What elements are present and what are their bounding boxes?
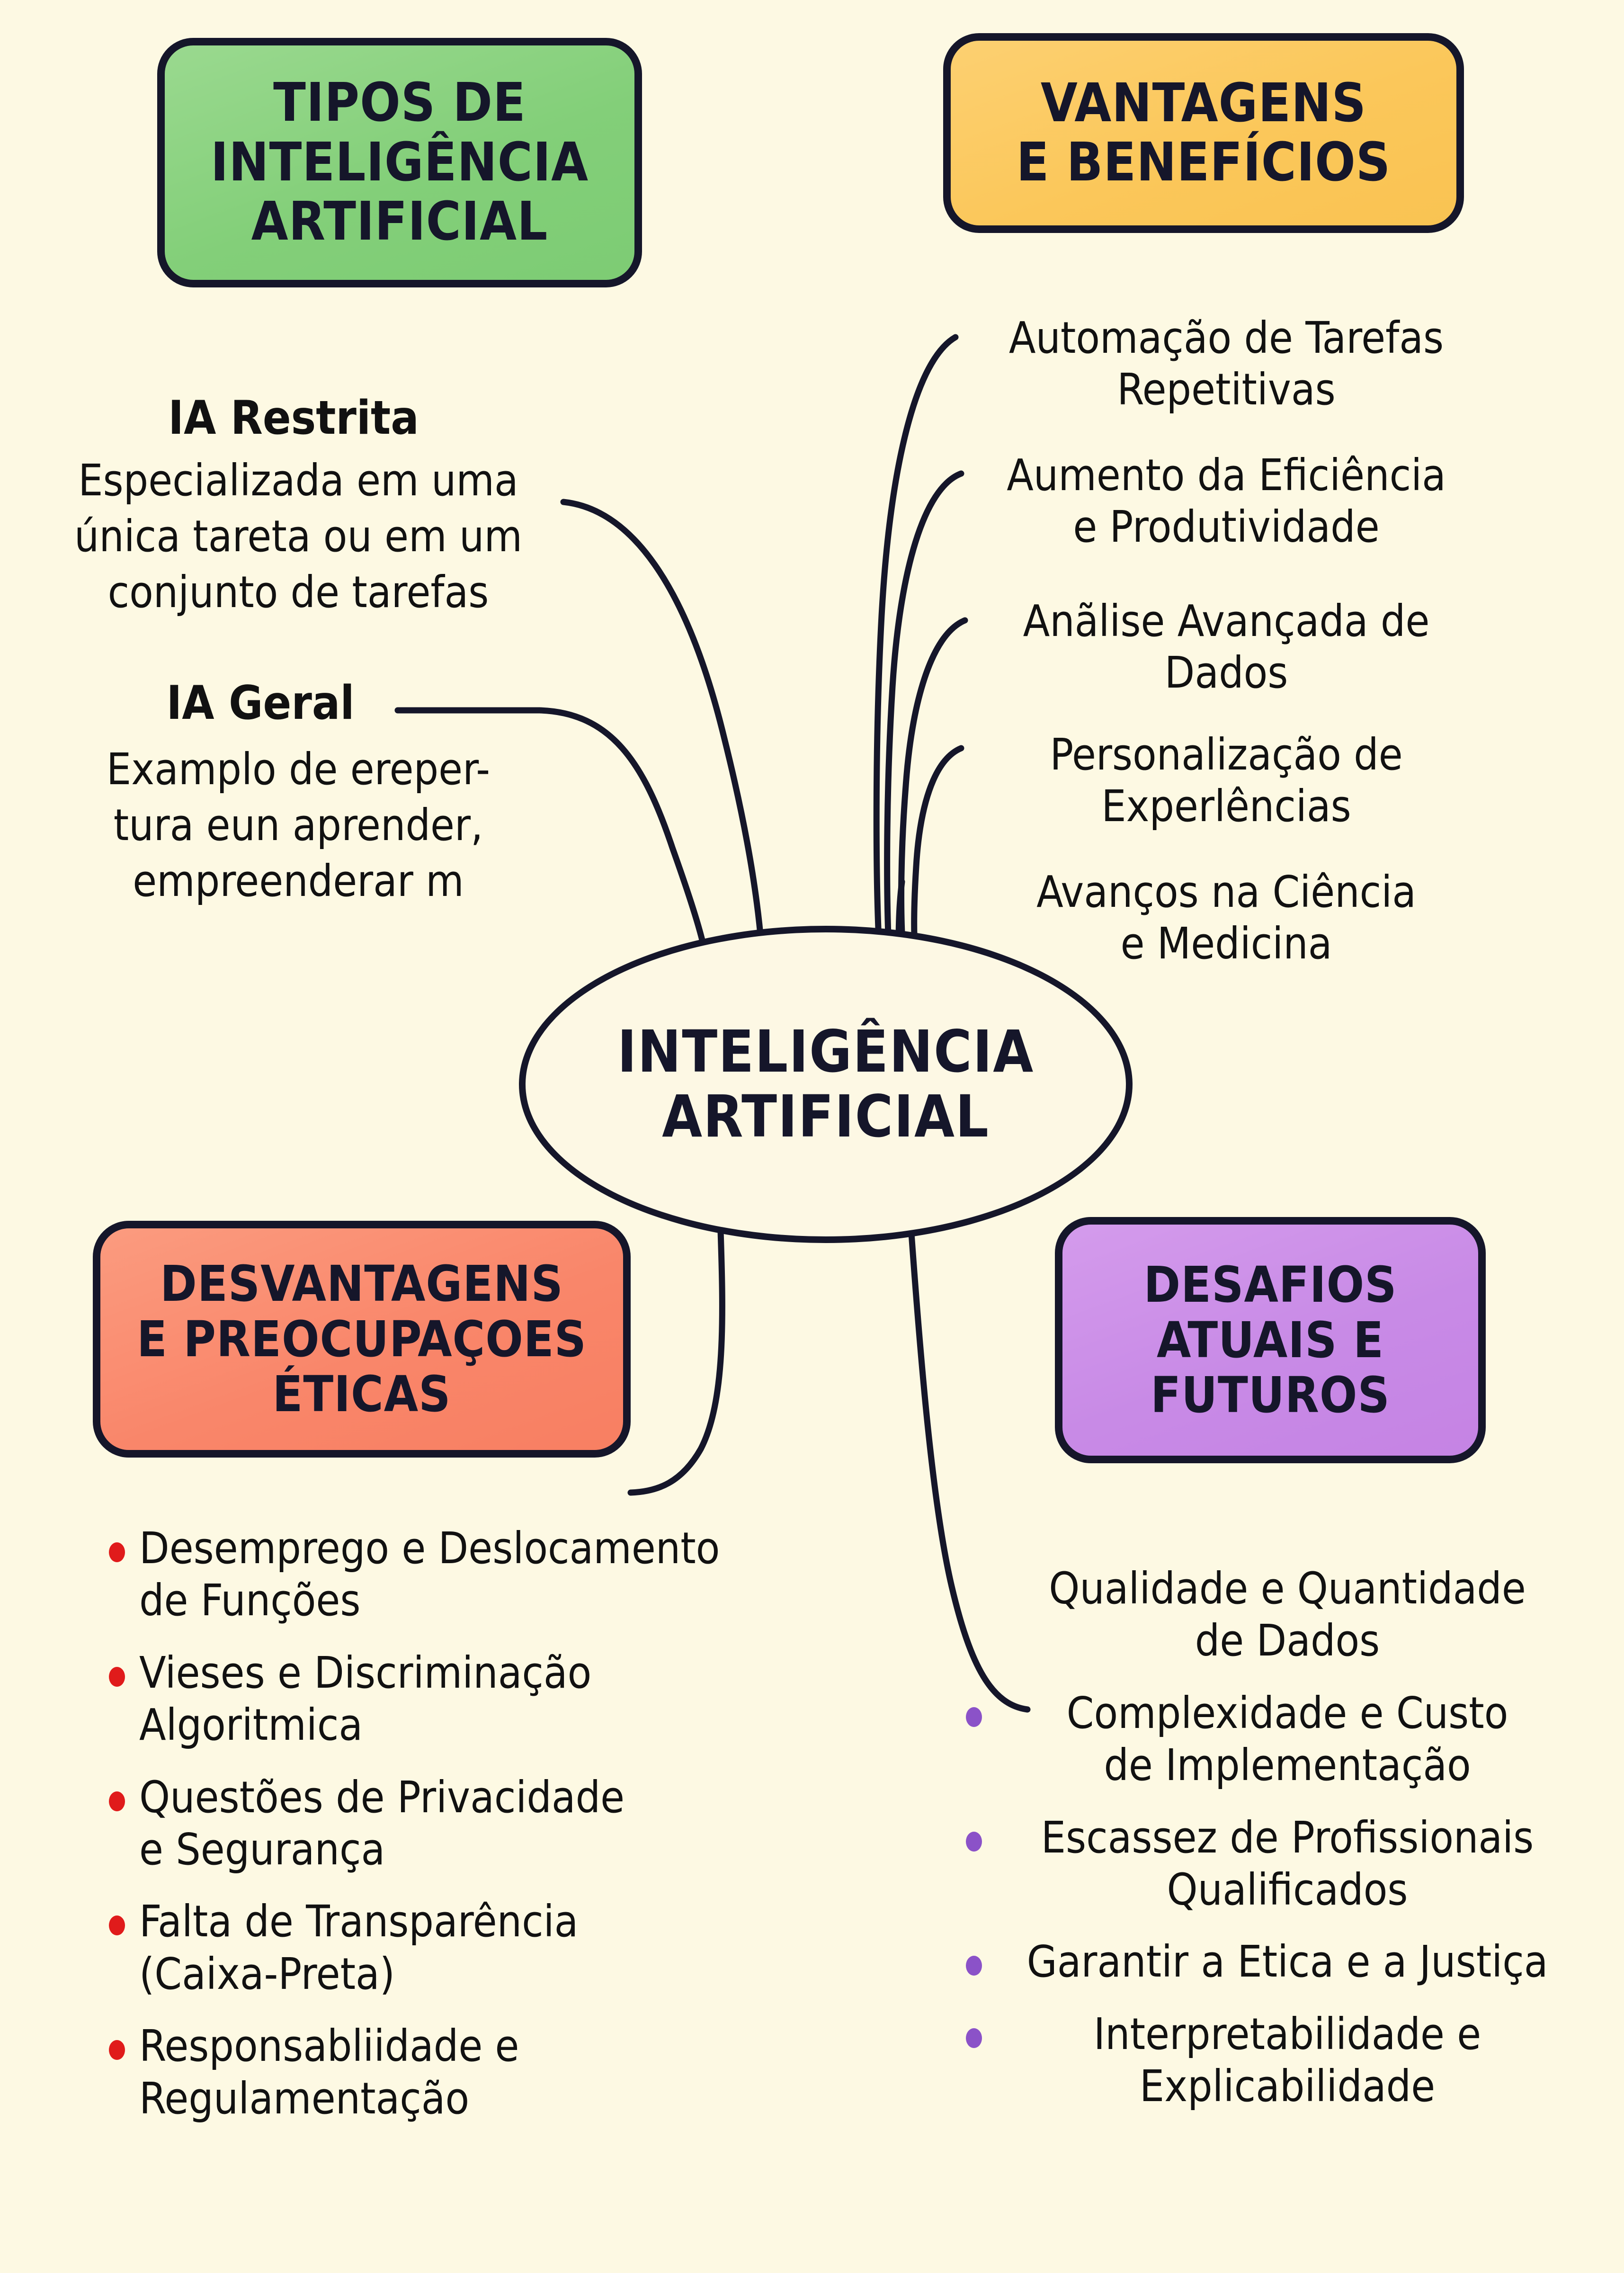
category-tipos-line3: ARTIFICIAL bbox=[251, 191, 548, 253]
central-node[interactable]: INTELIGÊNCIA ARTIFICIAL bbox=[519, 926, 1133, 1243]
category-box-desafios[interactable]: DESAFIOS ATUAIS E FUTUROS bbox=[1055, 1217, 1486, 1463]
list-item: Vieses e Discriminação Algoritmica bbox=[109, 1647, 819, 1752]
desvantagens-item-3-line1: Falta de Transparência bbox=[139, 1896, 579, 1947]
desvantagens-item-1-line2: Algoritmica bbox=[139, 1700, 363, 1751]
central-node-line1: INTELIGÊNCIA bbox=[617, 1018, 1035, 1086]
category-desvantagens-line3: ÉTICAS bbox=[272, 1365, 451, 1423]
bullet-dot-icon bbox=[109, 1542, 125, 1562]
category-box-desvantagens[interactable]: DESVANTAGENS E PREOCUPAÇOES ÉTICAS bbox=[93, 1221, 631, 1458]
list-item: Interpretabilidade e Explicabilidade bbox=[966, 2008, 1600, 2113]
vantagens-item-3: Personalização de Experlências bbox=[975, 729, 1477, 832]
vantagens-item-2-line2: Dados bbox=[1164, 647, 1288, 698]
list-item: Qualidade e Quantidade de Dados bbox=[966, 1563, 1600, 1667]
vantagens-item-0-line2: Repetitivas bbox=[1117, 364, 1336, 415]
desvantagens-item-1-line1: Vieses e Discriminação bbox=[139, 1647, 592, 1698]
tipos-item-1-body-line1: Examplo de ereper- bbox=[106, 744, 491, 795]
desvantagens-item-2-line2: e Segurança bbox=[139, 1824, 385, 1875]
bullet-dot-icon bbox=[966, 1707, 982, 1727]
list-item: Complexidade e Custo de Implementação bbox=[966, 1687, 1600, 1792]
vantagens-item-1-line2: e Produtividade bbox=[1073, 501, 1380, 552]
category-box-vantagens[interactable]: VANTAGENS E BENEFÍCIOS bbox=[943, 33, 1464, 233]
desvantagens-item-2-line1: Questões de Privacidade bbox=[139, 1772, 625, 1823]
desafios-item-0-line1: Qualidade e Quantidade bbox=[1049, 1563, 1526, 1614]
vantagens-item-2-line1: Anãlise Avançada de bbox=[1023, 596, 1430, 646]
bullet-dot-icon bbox=[966, 1583, 982, 1602]
desafios-item-2-line2: Qualificados bbox=[1167, 1864, 1408, 1915]
list-item: Escassez de Profissionais Qualificados bbox=[966, 1812, 1600, 1916]
desafios-item-0-line2: de Dados bbox=[1195, 1615, 1380, 1666]
vantagens-item-4: Avanços na Ciência e Medicina bbox=[975, 867, 1477, 969]
bullet-dot-icon bbox=[109, 1791, 125, 1811]
list-item: Responsabliidade e Regulamentação bbox=[109, 2020, 819, 2125]
vantagens-item-3-line2: Experlências bbox=[1101, 780, 1351, 832]
category-vantagens-line2: E BENEFÍCIOS bbox=[1016, 132, 1391, 193]
category-desvantagens-line1: DESVANTAGENS bbox=[160, 1255, 563, 1313]
tipos-item-1-body-line3: empreenderar m bbox=[133, 856, 464, 906]
vantagens-item-4-line2: e Medicina bbox=[1120, 918, 1332, 969]
central-node-line2: ARTIFICIAL bbox=[662, 1083, 990, 1150]
bullet-dot-icon bbox=[966, 2028, 982, 2048]
desafios-item-1-line1: Complexidade e Custo bbox=[1066, 1687, 1508, 1738]
bullet-dot-icon bbox=[966, 1956, 982, 1976]
vantagens-item-3-line1: Personalização de bbox=[1050, 729, 1403, 780]
list-item: Desemprego e Deslocamento de Funções bbox=[109, 1522, 819, 1627]
desvantagens-item-0-line2: de Funções bbox=[139, 1575, 361, 1626]
desafios-item-2-line1: Escassez de Profissionais bbox=[1041, 1812, 1534, 1863]
vantagens-item-2: Anãlise Avançada de Dados bbox=[975, 596, 1477, 698]
category-tipos-line1: TIPOS DE bbox=[273, 72, 526, 134]
bullet-dot-icon bbox=[109, 1666, 125, 1687]
category-desafios-line1: DESAFIOS bbox=[1143, 1256, 1397, 1314]
category-tipos-line2: INTELIGÊNCIA bbox=[210, 131, 589, 193]
desvantagens-item-0-line1: Desemprego e Deslocamento bbox=[139, 1523, 720, 1574]
category-desafios-line2: ATUAIS E bbox=[1156, 1311, 1384, 1369]
category-vantagens-line1: VANTAGENS bbox=[1040, 72, 1367, 134]
category-box-tipos[interactable]: TIPOS DE INTELIGÊNCIA ARTIFICIAL bbox=[157, 38, 642, 287]
vantagens-item-4-line1: Avanços na Ciência bbox=[1036, 867, 1416, 917]
vantagens-item-0: Automação de Tarefas Repetitivas bbox=[975, 313, 1477, 415]
tipos-item-0-body-line3: conjunto de tarefas bbox=[107, 567, 489, 617]
tipos-item-0-body-line1: Especializada em uma bbox=[78, 455, 518, 506]
desafios-item-1-line2: de Implementação bbox=[1104, 1740, 1471, 1791]
bullet-dot-icon bbox=[109, 1915, 125, 1936]
desvantagens-list: Desemprego e Deslocamento de Funções Vie… bbox=[109, 1522, 819, 2145]
desafios-item-3-line1: Garantir a Etica e a Justiça bbox=[1026, 1936, 1548, 1987]
list-item: Garantir a Etica e a Justiça bbox=[966, 1936, 1600, 1988]
tipos-item-0-body-line2: única tareta ou em um bbox=[74, 511, 523, 562]
desafios-list: Qualidade e Quantidade de Dados Complexi… bbox=[966, 1563, 1600, 2133]
list-item: Questões de Privacidade e Segurança bbox=[109, 1772, 819, 1876]
desafios-item-4-line1: Interpretabilidade e bbox=[1093, 2008, 1481, 2059]
bullet-dot-icon bbox=[109, 2040, 125, 2060]
bullet-dot-icon bbox=[966, 1831, 982, 1852]
desafios-item-4-line2: Explicabilidade bbox=[1139, 2061, 1436, 2112]
category-desvantagens-line2: E PREOCUPAÇOES bbox=[136, 1310, 587, 1368]
list-item: Falta de Transparência (Caixa-Preta) bbox=[109, 1896, 819, 2000]
tipos-item-0-heading: IA Restrita bbox=[168, 391, 419, 445]
desvantagens-item-3-line2: (Caixa-Preta) bbox=[139, 1948, 395, 1999]
vantagens-item-1-line1: Aumento da Eficiência bbox=[1007, 450, 1446, 501]
vantagens-item-0-line1: Automação de Tarefas bbox=[1008, 313, 1444, 363]
tipos-item-1-heading: IA Geral bbox=[166, 676, 355, 730]
tipos-item-1-body-line2: tura eun aprender, bbox=[113, 800, 483, 850]
vantagens-item-1: Aumento da Eficiência e Produtividade bbox=[975, 450, 1477, 553]
desvantagens-item-4-line2: Regulamentação bbox=[139, 2073, 470, 2124]
category-desafios-line3: FUTUROS bbox=[1151, 1366, 1390, 1424]
desvantagens-item-4-line1: Responsabliidade e bbox=[139, 2021, 519, 2072]
